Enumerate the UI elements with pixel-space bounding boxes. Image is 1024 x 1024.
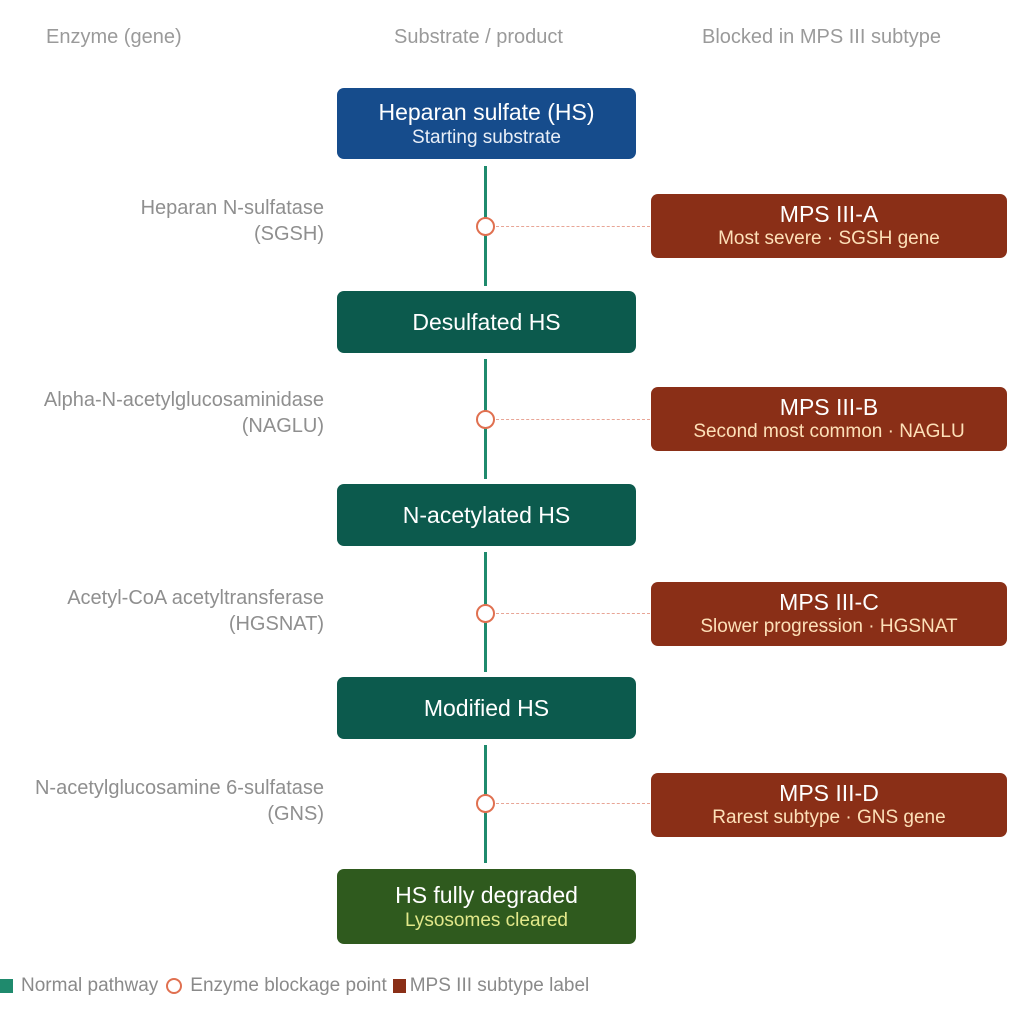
enzyme-gene: (GNS) xyxy=(267,803,324,825)
blockage-connector xyxy=(496,226,650,227)
node-title: Desulfated HS xyxy=(412,309,561,335)
subtype-note: Most severe · SGSH gene xyxy=(718,228,940,249)
legend-subtype-label: MPS III subtype label xyxy=(409,975,590,996)
enzyme-name: Acetyl-CoA acetyltransferase xyxy=(67,587,324,609)
node-modified-hs: Modified HS xyxy=(337,677,636,739)
enzyme-label-gns: N-acetylglucosamine 6-sulfatase (GNS) xyxy=(0,775,324,827)
node-desulfated-hs: Desulfated HS xyxy=(337,291,636,353)
blockage-point-icon xyxy=(476,217,495,236)
blockage-point-icon xyxy=(476,410,495,429)
node-heparan-sulfate: Heparan sulfate (HS) Starting substrate xyxy=(337,88,636,159)
enzyme-label-naglu: Alpha-N-acetylglucosaminidase (NAGLU) xyxy=(0,387,324,439)
subtype-note: Slower progression · HGSNAT xyxy=(700,616,958,637)
subtype-label-mps-iii-c: MPS III-C Slower progression · HGSNAT xyxy=(651,582,1007,646)
enzyme-label-sgsh: Heparan N-sulfatase (SGSH) xyxy=(0,195,324,247)
enzyme-gene: (HGSNAT) xyxy=(228,613,324,635)
blockage-connector xyxy=(496,419,650,420)
subtype-name: MPS III-C xyxy=(779,589,879,615)
node-title: N-acetylated HS xyxy=(402,502,571,528)
node-subtitle: Lysosomes cleared xyxy=(405,909,568,931)
node-title: Heparan sulfate (HS) xyxy=(378,98,595,125)
legend-normal-label: Normal pathway xyxy=(21,975,159,996)
enzyme-gene: (SGSH) xyxy=(254,223,324,245)
subtype-name: MPS III-B xyxy=(779,394,879,420)
substrate-column-header: Substrate / product xyxy=(394,26,563,48)
subtype-name: MPS III-A xyxy=(779,201,879,227)
node-hs-fully-degraded: HS fully degraded Lysosomes cleared xyxy=(337,869,636,944)
enzyme-column-header: Enzyme (gene) xyxy=(46,26,182,48)
blockage-point-icon xyxy=(476,604,495,623)
legend-blockage-label: Enzyme blockage point xyxy=(190,975,387,996)
blockage-connector xyxy=(496,803,650,804)
subtype-name: MPS III-D xyxy=(779,780,879,806)
subtype-note: Second most common · NAGLU xyxy=(693,421,965,442)
enzyme-name: Alpha-N-acetylglucosaminidase xyxy=(43,389,324,411)
enzyme-gene: (NAGLU) xyxy=(241,415,324,437)
subtype-label-swatch xyxy=(392,979,406,993)
legend: Normal pathway Enzyme blockage point MPS… xyxy=(0,974,589,998)
node-title: HS fully degraded xyxy=(395,881,578,908)
enzyme-label-hgsnat: Acetyl-CoA acetyltransferase (HGSNAT) xyxy=(0,585,324,637)
blockage-connector xyxy=(496,613,650,614)
subtype-note: Rarest subtype · GNS gene xyxy=(712,807,946,828)
blockage-point-icon xyxy=(476,794,495,813)
node-title: Modified HS xyxy=(423,695,550,721)
enzyme-name: N-acetylglucosamine 6-sulfatase xyxy=(34,777,324,799)
blockage-point-legend-icon xyxy=(166,978,183,994)
normal-pathway-swatch xyxy=(0,979,13,993)
enzyme-name: Heparan N-sulfatase xyxy=(140,197,324,219)
subtype-label-mps-iii-a: MPS III-A Most severe · SGSH gene xyxy=(651,194,1007,258)
subtype-label-mps-iii-b: MPS III-B Second most common · NAGLU xyxy=(651,387,1007,451)
node-n-acetylated-hs: N-acetylated HS xyxy=(337,484,636,546)
subtype-column-header: Blocked in MPS III subtype xyxy=(702,26,942,48)
subtype-label-mps-iii-d: MPS III-D Rarest subtype · GNS gene xyxy=(651,773,1007,837)
node-subtitle: Starting substrate xyxy=(412,126,561,148)
